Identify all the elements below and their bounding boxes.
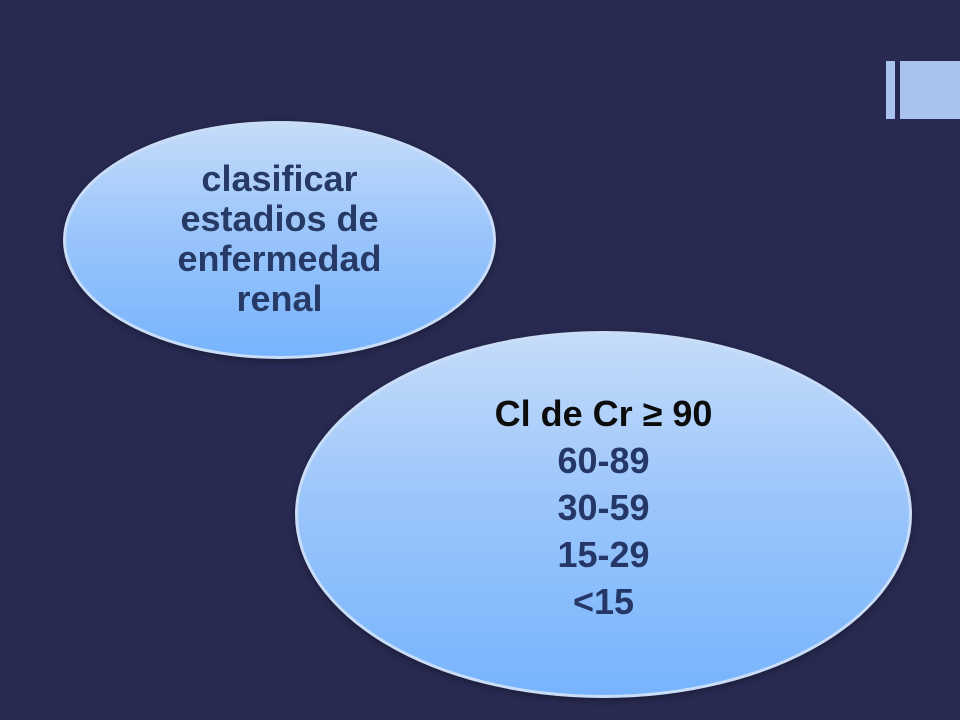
corner-decoration-bar — [886, 61, 895, 119]
stage-heading: Cl de Cr ≥ 90 — [494, 393, 713, 434]
classification-line: clasificar — [201, 158, 358, 199]
classification-line: enfermedad — [177, 238, 382, 279]
classification-bubble: clasificar estadios de enfermedad renal — [63, 121, 496, 359]
stages-text: Cl de Cr ≥ 90 60-89 30-59 15-29 <15 — [495, 390, 713, 625]
stage-range: 60-89 — [557, 440, 650, 481]
stages-bubble: Cl de Cr ≥ 90 60-89 30-59 15-29 <15 — [295, 331, 912, 698]
classification-line: estadios de — [180, 198, 379, 239]
classification-text: clasificar estadios de enfermedad renal — [177, 159, 381, 319]
stage-range: <15 — [572, 581, 635, 622]
corner-decoration-square — [900, 61, 960, 119]
stage-range: 30-59 — [557, 487, 650, 528]
stage-range: 15-29 — [557, 534, 650, 575]
classification-line: renal — [236, 278, 323, 319]
